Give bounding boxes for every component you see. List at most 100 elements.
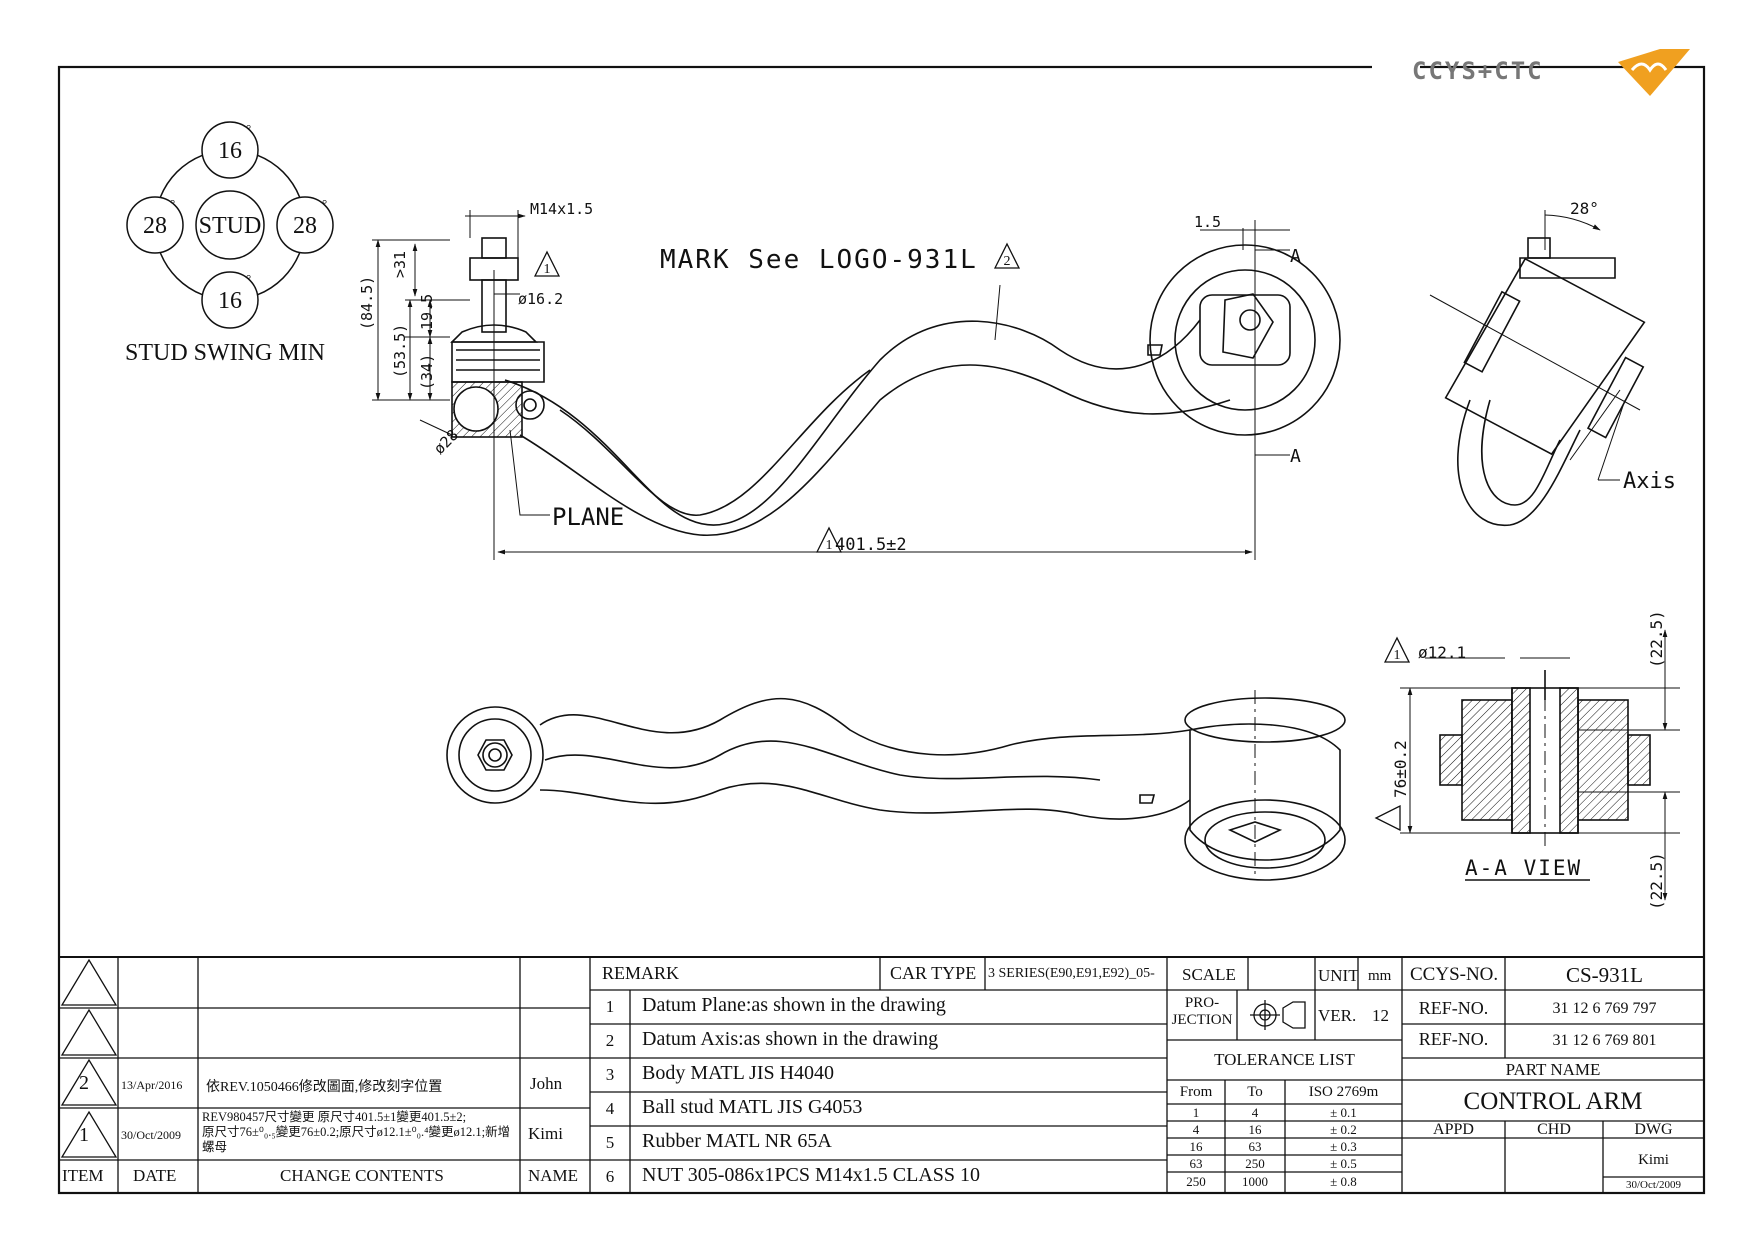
tol-cell: 250 [1186, 1174, 1206, 1189]
tol-header-to: To [1247, 1084, 1263, 1100]
ccys-no-label: CCYS-NO. [1410, 964, 1499, 985]
tol-cell: ± 0.3 [1330, 1139, 1357, 1154]
axis-label: Axis [1623, 469, 1676, 494]
section-mark-bottom: A [1290, 446, 1301, 467]
swing-center: STUD [199, 213, 262, 239]
end-view [1429, 210, 1646, 527]
ccys-no-value: CS-931L [1565, 963, 1643, 987]
tol-header-from: From [1179, 1084, 1213, 1100]
offset-dim: 1.5 [1194, 213, 1221, 231]
swing-top: 16 [218, 138, 242, 164]
tol-cell: ± 0.5 [1330, 1156, 1357, 1171]
tol-cell: 250 [1245, 1156, 1265, 1171]
hdr-name: NAME [528, 1166, 579, 1185]
svg-text:°: ° [246, 271, 251, 286]
dim-53-5: (53.5) [391, 324, 409, 378]
tol-cell: 16 [1189, 1139, 1203, 1154]
rev-mark-1: 1 [79, 1124, 89, 1146]
drawing-border [57, 65, 1706, 1195]
tol-cell: 16 [1248, 1122, 1262, 1137]
svg-text:1: 1 [544, 262, 551, 277]
rev1-date: 30/Oct/2009 [121, 1128, 181, 1142]
dim-84-5: (84.5) [358, 276, 376, 330]
ver-label: VER. [1318, 1006, 1357, 1025]
stud-dia-dim: ø16.2 [518, 290, 563, 308]
rev2-date: 13/Apr/2016 [121, 1078, 183, 1092]
svg-text:°: ° [322, 196, 327, 211]
swing-bottom: 16 [218, 288, 242, 314]
remark-no: 3 [605, 1065, 615, 1084]
ver-value: 12 [1372, 1006, 1389, 1025]
stud-swing-diagram [126, 121, 334, 329]
dim-22-5-top: (22.5) [1647, 610, 1666, 668]
ref-no-label: REF-NO. [1418, 1029, 1489, 1049]
hdr-date: DATE [133, 1166, 177, 1185]
stud-swing-title: STUD SWING MIN [125, 340, 325, 366]
remark-text: Datum Plane:as shown in the drawing [642, 994, 946, 1016]
plane-label: PLANE [552, 503, 624, 531]
svg-text:CCYS+CTC: CCYS+CTC [1412, 57, 1544, 85]
rev2-content: 依REV.1050466修改圖面,修改刻字位置 [206, 1080, 443, 1095]
rev1-content: REV980457尺寸變更 原尺寸401.5±1變更401.5±2; 原尺寸76… [202, 1110, 511, 1154]
tol-cell: 63 [1189, 1156, 1203, 1171]
tol-cell: 1 [1192, 1105, 1200, 1120]
tol-cell: 63 [1248, 1139, 1262, 1154]
unit-value: mm [1368, 968, 1392, 984]
dim-34: (34) [418, 354, 436, 390]
rev-mark-2: 2 [79, 1072, 89, 1094]
scale-label: SCALE [1182, 965, 1236, 984]
mark-logo-note: MARK See LOGO-931L [660, 245, 978, 275]
tol-cell: 1000 [1242, 1174, 1268, 1189]
section-view-label: A-A VIEW [1465, 856, 1582, 880]
dwg-date: 30/Oct/2009 [1626, 1179, 1681, 1191]
appd-label: APPD [1433, 1121, 1474, 1138]
dwg-name: Kimi [1638, 1152, 1669, 1168]
dwg-label: DWG [1634, 1121, 1673, 1138]
remark-no: 6 [605, 1167, 615, 1186]
swing-right: 28 [293, 213, 317, 239]
svg-text:°: ° [246, 121, 251, 136]
svg-text:1: 1 [826, 538, 833, 553]
tolerance-title: TOLERANCE LIST [1214, 1050, 1355, 1069]
hdr-change-contents: CHANGE CONTENTS [280, 1166, 444, 1185]
dim-22-5-bottom: (22.5) [1647, 852, 1666, 910]
rev1-name: Kimi [528, 1124, 563, 1143]
remark-text: NUT 305-086x1PCS M14x1.5 CLASS 10 [642, 1164, 981, 1186]
remark-text: Rubber MATL NR 65A [642, 1130, 832, 1152]
dim-19-5: 19.5 [418, 294, 436, 330]
tol-cell: ± 0.8 [1330, 1174, 1357, 1189]
length-dim: 401.5±2 [835, 535, 907, 555]
remark-text: Datum Axis:as shown in the drawing [642, 1028, 939, 1050]
bolt-dia-dim: ø12.1 [1418, 643, 1466, 662]
unit-label: UNIT [1318, 966, 1359, 985]
tol-cell: ± 0.2 [1330, 1122, 1357, 1137]
car-type-label: CAR TYPE [890, 963, 977, 983]
svg-text:°: ° [170, 196, 175, 211]
remark-no: 2 [605, 1031, 615, 1050]
ref-no-label: REF-NO. [1418, 998, 1489, 1018]
title-block-grid [59, 956, 1704, 1193]
tol-cell: 4 [1251, 1105, 1259, 1120]
part-name: CONTROL ARM [1463, 1088, 1643, 1115]
dim-76: 76±0.2 [1391, 740, 1410, 798]
remark-no: 4 [605, 1099, 615, 1118]
part-name-label: PART NAME [1505, 1060, 1601, 1079]
car-type-value: 3 SERIES(E90,E91,E92)_05- [988, 966, 1155, 981]
hdr-item: ITEM [62, 1166, 104, 1185]
swing-left: 28 [143, 213, 167, 239]
svg-text:2: 2 [1004, 254, 1011, 269]
remark-text: Body MATL JIS H4040 [642, 1062, 835, 1084]
angle-dim: 28° [1570, 199, 1599, 218]
tol-cell: 4 [1192, 1122, 1200, 1137]
rev2-name: John [530, 1074, 563, 1093]
side-view [450, 237, 1341, 536]
tol-header-iso: ISO 2769m [1308, 1084, 1379, 1100]
remark-text: Ball stud MATL JIS G4053 [642, 1096, 863, 1118]
projection-label: PRO- [1184, 995, 1220, 1011]
remark-header: REMARK [602, 963, 680, 983]
top-view [446, 690, 1346, 881]
dim-31: >31 [391, 251, 409, 278]
chd-label: CHD [1537, 1121, 1571, 1138]
remark-no: 1 [605, 997, 615, 1016]
